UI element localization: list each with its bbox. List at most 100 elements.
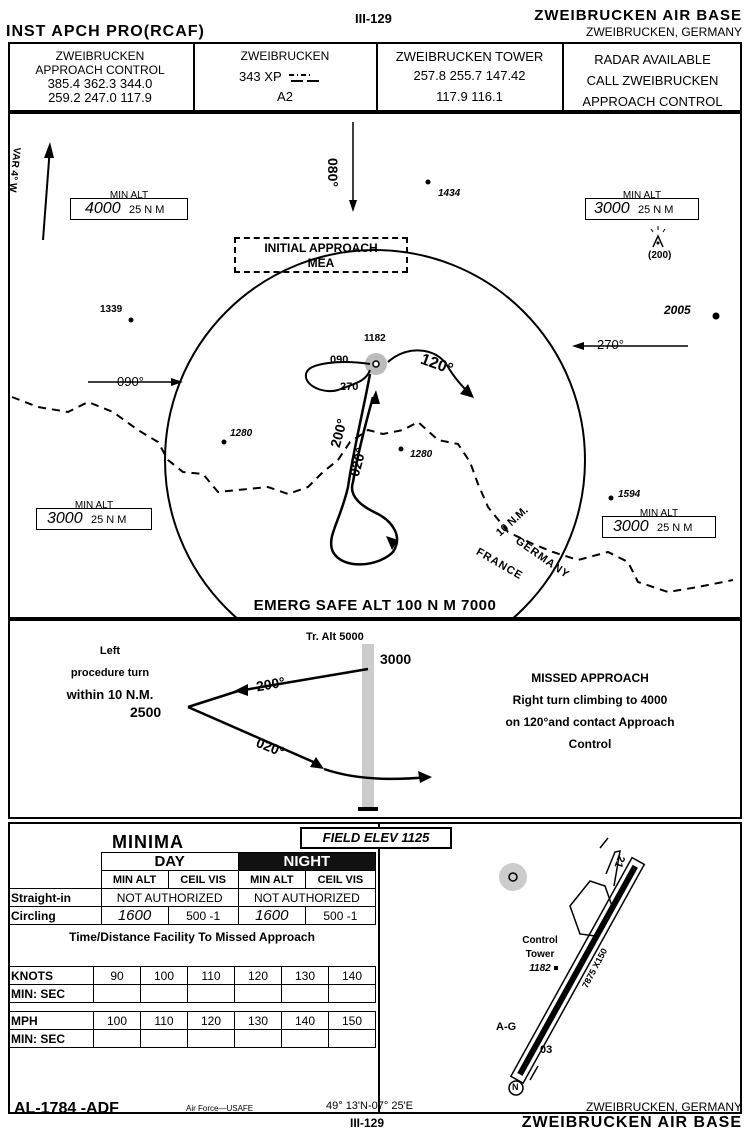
procedure-turn-note: Left procedure turn within 10 N.M. [50, 640, 170, 706]
field-elevation: FIELD ELEV 1125 [300, 827, 452, 849]
elevation-dot [712, 312, 720, 320]
footer-base-name: ZWEIBRUCKEN AIR BASE [521, 1114, 742, 1131]
base-name: ZWEIBRUCKEN AIR BASE [534, 7, 742, 24]
min-alt-label: MIN ALT [109, 190, 149, 201]
min-alt-value: 3000 [47, 510, 83, 527]
north-course-arrowhead [349, 200, 357, 212]
border-line [11, 396, 734, 594]
tower-label: Tower [525, 949, 555, 960]
elevation-dot [128, 317, 134, 323]
missed-line-3: Control [568, 737, 612, 751]
mph-value: 140 [281, 1011, 329, 1030]
page-number-top: III-129 [355, 11, 392, 26]
taxiway [599, 837, 621, 887]
time-cell [140, 1029, 188, 1048]
radar-line-3: APPROACH CONTROL [582, 94, 723, 109]
heading-090-west: 090° [117, 374, 144, 389]
runway [509, 856, 646, 1085]
straight-in-day: NOT AUTHORIZED [100, 888, 239, 907]
knots-value: 140 [328, 966, 376, 985]
col-ceil-vis-night: CEIL VIS [304, 870, 377, 889]
obstacle-icon [650, 226, 666, 248]
inbound-segment [323, 767, 429, 781]
initial-approach-label: INITIAL APPROACH [264, 241, 378, 255]
outbound-arrowhead [234, 684, 248, 696]
north-arrow-icon [508, 1080, 524, 1096]
spacer-row [8, 1002, 376, 1012]
minima-title: MINIMA [112, 832, 184, 852]
min-alt-value: 3000 [594, 200, 630, 217]
circling-day-alt: 1600 [100, 906, 169, 925]
altitude-2500: 2500 [130, 704, 162, 720]
agency-label: Air Force—USAFE [186, 1104, 254, 1113]
control-tower-label: Control Tower 1182 [508, 934, 572, 976]
initial-approach-box: INITIAL APPROACH MEA [234, 237, 408, 273]
circling-night-alt: 1600 [237, 906, 306, 925]
mph-value: 130 [234, 1011, 282, 1030]
min-alt-value: 4000 [85, 200, 121, 217]
knots-value: 90 [93, 966, 141, 985]
circling-night-cv: 500 -1 [304, 906, 377, 925]
coordinates: 49° 13'N-07° 25'E [326, 1100, 413, 1112]
elevation-dot [425, 179, 431, 185]
min-alt-label: MIN ALT [622, 190, 662, 201]
beacon-center [508, 872, 518, 882]
beacon-base [358, 807, 378, 811]
divider [562, 44, 564, 111]
min-alt-label: MIN ALT [639, 508, 679, 519]
ten-nm-ring [164, 249, 586, 619]
runway-03-label: 03 [540, 1044, 553, 1056]
approach-control: ZWEIBRUCKEN APPROACH CONTROL 385.4 362.3… [10, 49, 190, 105]
approach-subname: APPROACH CONTROL [35, 63, 165, 77]
emergency-safe-altitude: EMERG SAFE ALT 100 N M 7000 [253, 597, 497, 614]
night-header: NIGHT [237, 852, 377, 871]
minsec-label: MIN: SEC [8, 984, 94, 1003]
min-alt-box: 3000 25 N M [602, 516, 716, 538]
beacon-name: ZWEIBRUCKEN [240, 49, 330, 63]
time-cell [187, 1029, 235, 1048]
straight-in-night: NOT AUTHORIZED [237, 888, 377, 907]
north-arrow-line [529, 1065, 539, 1081]
tower-info: ZWEIBRUCKEN TOWER 257.8 255.7 147.42 117… [379, 49, 560, 104]
min-alt-value: 3000 [613, 518, 649, 535]
beacon-column [362, 644, 374, 809]
control-label: Control [522, 935, 558, 946]
tower-freq-2: 117.9 116.1 [436, 89, 503, 104]
elevation-dot [221, 439, 227, 445]
mph-value: 120 [187, 1011, 235, 1030]
turn-arrowhead [386, 536, 398, 550]
knots-value: 120 [234, 966, 282, 985]
knots-value: 130 [281, 966, 329, 985]
beacon-symbol [499, 863, 527, 891]
altitude-3000: 3000 [380, 651, 412, 667]
elevation-1339: 1339 [100, 304, 123, 315]
divider [193, 44, 195, 111]
morse-code-icon [289, 73, 320, 82]
outbound-segment [237, 667, 369, 693]
transition-altitude: Tr. Alt 5000 [306, 631, 364, 643]
time-cell [93, 984, 141, 1003]
tower-name: ZWEIBRUCKEN TOWER [395, 49, 544, 64]
beacon-class: A2 [277, 89, 293, 104]
beacon-ident: 343 XP [196, 69, 374, 84]
radar-info: RADAR AVAILABLE CALL ZWEIBRUCKEN APPROAC… [565, 49, 740, 112]
elevation-1594: 1594 [618, 489, 641, 500]
beacon-freq: 343 XP [238, 69, 282, 84]
approach-name: ZWEIBRUCKEN [55, 49, 145, 63]
straight-in-label: Straight-in [8, 888, 102, 907]
col-min-alt-night: MIN ALT [237, 870, 306, 889]
missed-title: MISSED APPROACH [531, 671, 649, 685]
divider [376, 44, 378, 111]
mea-label: MEA [307, 256, 335, 270]
variation-arrowhead [44, 142, 54, 158]
holding-270: 270 [340, 381, 359, 393]
missed-line-1: Right turn climbing to 4000 [512, 693, 668, 707]
note-line-3: within 10 N.M. [66, 687, 154, 702]
approach-freq-1: 385.4 362.3 344.0 [47, 76, 153, 91]
elevation-dot [398, 446, 404, 452]
east-course-arrowhead [572, 342, 584, 350]
knots-value: 110 [187, 966, 235, 985]
profile-drawing [187, 644, 432, 811]
tower-elevation: 1182 [529, 963, 551, 974]
holding-pattern [304, 361, 371, 393]
